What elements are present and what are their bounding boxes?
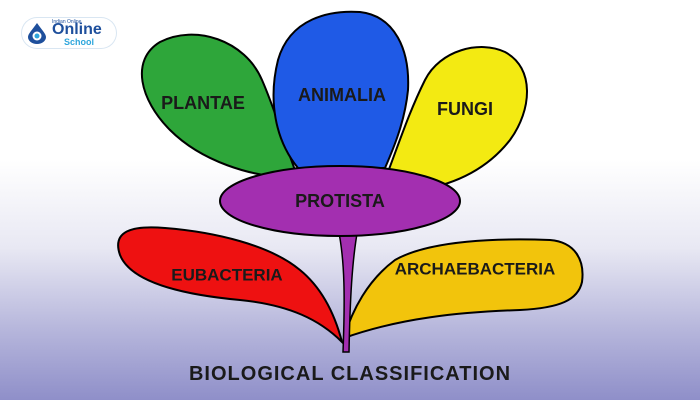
label-animalia: ANIMALIA [298,85,386,105]
diagram-title: BIOLOGICAL CLASSIFICATION [188,363,512,385]
petal-animalia [272,10,410,169]
label-eubacteria: EUBACTERIA [171,265,282,284]
drop-logo-icon [28,23,46,44]
logo-subtitle: School [64,37,95,47]
label-archaebacteria: ARCHAEBACTERIA [395,259,556,278]
label-plantae: PLANTAE [161,93,245,113]
online-school-logo[interactable]: Indian Online Online School [22,18,116,50]
petal-eubacteria [117,226,344,346]
center-protista [219,165,461,237]
label-protista: PROTISTA [295,191,385,211]
label-fungi: FUNGI [437,99,493,119]
logo-title: Online [52,21,102,38]
petal-archaebacteria [342,238,584,340]
logo-tagline: Indian Online [52,19,82,25]
petal-fungi [386,46,528,192]
petal-plantae [141,33,300,180]
stem [337,227,359,353]
